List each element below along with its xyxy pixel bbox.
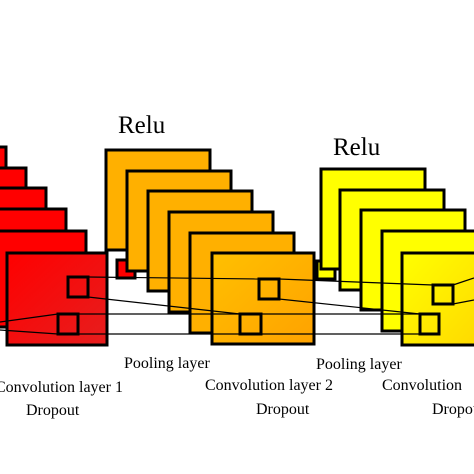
relu-label-1: Relu bbox=[118, 112, 166, 139]
kernel-window bbox=[66, 275, 90, 299]
convolution-layer-2-label: Convolution layer 2 bbox=[205, 377, 333, 394]
connection-line bbox=[87, 276, 260, 280]
convolution-layer-3-label: Convolution bbox=[382, 377, 463, 394]
pooling-layer-label-1: Pooling layer bbox=[124, 355, 210, 372]
connection-line bbox=[87, 296, 241, 315]
kernel-window bbox=[238, 312, 263, 336]
feature-map-stack-2 bbox=[104, 148, 316, 346]
connection-line bbox=[278, 278, 434, 286]
kernel-window bbox=[257, 277, 281, 301]
feature-map-stack-1 bbox=[0, 145, 109, 347]
feature-map-stack-3 bbox=[319, 167, 474, 347]
connection-line bbox=[0, 313, 59, 323]
pooling-layer-label-2: Pooling layer bbox=[316, 356, 402, 373]
dropout-label-2: Dropout bbox=[256, 401, 310, 418]
dropout-label-1: Dropout bbox=[26, 402, 80, 419]
feature-map bbox=[400, 251, 474, 347]
connection-line bbox=[452, 277, 474, 286]
convolution-layer-1-label: Convolution layer 1 bbox=[0, 379, 123, 396]
connection-line bbox=[0, 329, 59, 335]
kernel-window bbox=[418, 312, 441, 336]
kernel-window bbox=[56, 312, 80, 336]
relu-label-2: Relu bbox=[333, 134, 381, 161]
dropout-label-3: Dropout bbox=[432, 401, 474, 418]
connection-lines bbox=[0, 276, 474, 335]
kernel-window bbox=[431, 283, 455, 306]
connection-line bbox=[278, 298, 421, 315]
connection-line bbox=[452, 299, 474, 305]
